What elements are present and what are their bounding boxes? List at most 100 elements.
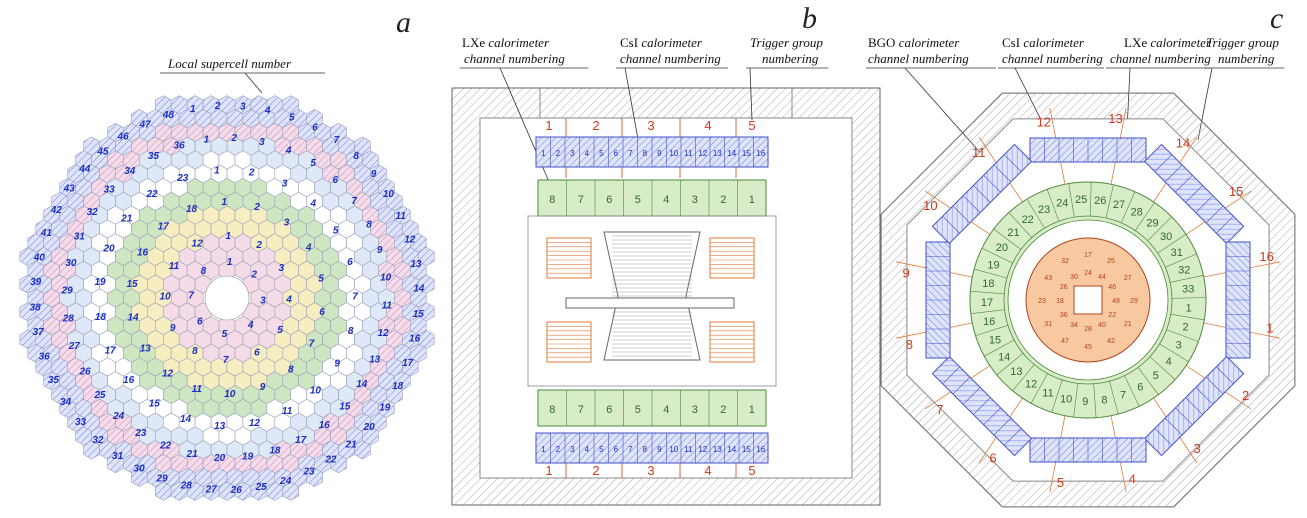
supercell-number: 26 [230,485,243,496]
trigger-group-label: 9 [902,266,909,281]
supercell-number: 4 [305,243,312,254]
supercell-number: 14 [356,379,368,390]
supercell-number: 6 [319,307,325,318]
bgo-channel-number: 30 [1070,274,1078,281]
supercell-number: 2 [214,101,221,112]
supercell-number: 11 [169,261,180,272]
trigger-group-label: 1 [545,463,552,478]
csi-module [1029,137,1147,163]
csi-cell-number: 12 [698,149,707,158]
lxe-channel-number: 33 [1182,283,1194,295]
csi-cell-number: 15 [742,445,751,454]
lxe-channel-number: 11 [1042,388,1053,400]
supercell-number: 47 [138,119,151,130]
supercell-number: 35 [48,375,60,386]
supercell-number: 27 [68,341,81,352]
lxe-cell-number: 1 [749,194,755,206]
csi-cell-number: 14 [727,445,736,454]
supercell-number: 19 [94,277,106,288]
b-callout-lxe-2: channel numbering [464,51,565,66]
supercell-number: 9 [377,245,383,256]
lxe-channel-number: 5 [1153,370,1159,382]
bgo-channel-number: 18 [1056,298,1064,305]
lxe-channel-number: 15 [989,335,1001,347]
supercell-number: 2 [250,269,257,280]
lxe-cell-number: 4 [663,404,669,416]
supercell-number: 6 [347,257,353,268]
supercell-number: 5 [289,112,295,123]
supercell-number: 7 [352,292,358,303]
supercell-number: 33 [75,417,87,428]
supercell-number: 10 [310,386,322,397]
c-callout-lxe-2: channel numbering [1110,51,1211,66]
trigger-group-label: 7 [936,402,943,417]
supercell-number: 10 [380,272,392,283]
supercell-number: 19 [379,402,391,413]
trigger-group-label: 5 [1057,475,1064,490]
supercell-number: 1 [226,231,232,242]
supercell-number: 1 [214,165,220,176]
supercell-number: 29 [156,474,169,485]
lxe-cell-number: 6 [606,404,612,416]
bgo-channel-number: 23 [1038,298,1046,305]
hex-cell [330,454,347,474]
supercell-number: 3 [260,296,266,307]
panel-b: b LXe calorimeter channel numbering CsI … [451,2,881,506]
csi-cell-number: 10 [669,445,678,454]
supercell-number: 10 [224,389,236,400]
supercell-number: 6 [254,347,260,358]
bgo-channel-number: 40 [1098,322,1106,329]
supercell-number: 41 [40,228,53,239]
trigger-group-label: 15 [1229,184,1243,199]
supercell-number: 15 [413,309,425,320]
supercell-number: 24 [112,411,125,422]
csi-cell-number: 4 [585,149,590,158]
b-callout-csi-1: CsI calorimeter [620,35,703,50]
supercell-number: 45 [96,147,109,158]
supercell-number: 15 [126,279,138,290]
supercell-number: 3 [284,218,290,229]
supercell-number: 32 [92,435,104,446]
b-callout-trigger-1: Trigger group [750,35,823,50]
supercell-number: 22 [324,454,337,465]
supercell-number: 12 [249,418,261,429]
supercell-number: 25 [255,482,268,493]
supercell-number: 11 [282,406,293,417]
supercell-number: 3 [240,102,246,113]
supercell-number: 43 [63,184,76,195]
bgo-channel-number: 47 [1061,338,1069,345]
lxe-cell-number: 2 [720,404,726,416]
supercell-number: 37 [33,327,45,338]
supercell-number: 18 [269,446,281,457]
supercell-number: 35 [148,151,160,162]
lxe-channel-number: 7 [1120,390,1126,402]
b-callout-csi-2: channel numbering [620,51,721,66]
trigger-group-label: 12 [1037,114,1051,129]
lxe-channel-number: 18 [982,278,994,290]
supercell-number: 23 [134,428,147,439]
lxe-cell-number: 3 [692,404,698,416]
supercell-number: 8 [366,219,372,230]
lxe-channel-number: 27 [1113,199,1125,211]
lxe-channel-number: 10 [1060,394,1072,406]
supercell-number: 7 [188,291,194,302]
csi-module [1225,241,1251,359]
lxe-channel-number: 30 [1160,231,1172,243]
supercell-number: 18 [186,204,198,215]
lxe-channel-number: 32 [1178,265,1190,277]
csi-cell-number: 13 [713,149,722,158]
supercell-number: 11 [192,384,203,395]
supercell-number: 12 [404,234,416,245]
lxe-cell-number: 7 [578,404,584,416]
csi-cell-number: 8 [643,445,648,454]
supercell-number: 20 [102,243,115,254]
csi-cell-number: 7 [628,149,633,158]
bgo-channel-number: 27 [1124,275,1132,282]
lxe-cell-number: 3 [692,194,698,206]
supercell-number: 1 [227,257,233,268]
supercell-number: 5 [333,225,339,236]
lxe-channel-number: 31 [1171,247,1183,259]
csi-module [1029,437,1147,463]
bgo-channel-number: 26 [1060,284,1068,291]
